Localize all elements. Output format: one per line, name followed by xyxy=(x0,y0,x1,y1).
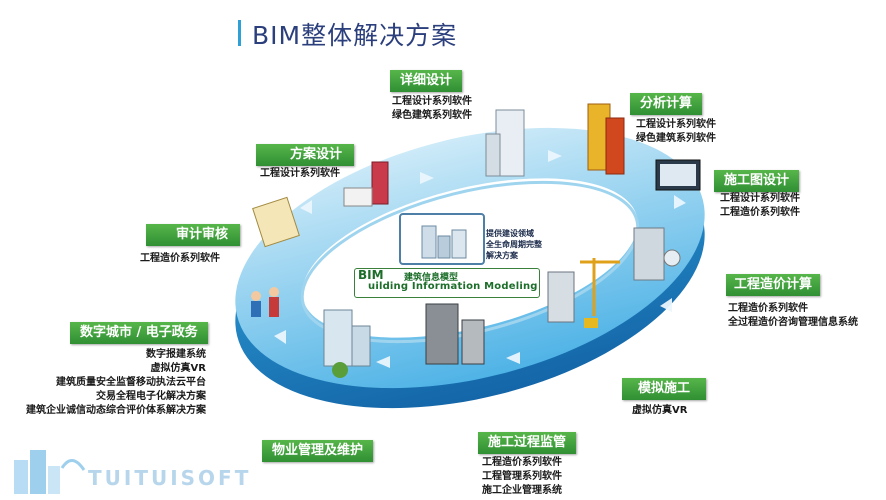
stage-item: 工程造价系列软件 xyxy=(728,303,808,314)
center-model-icon xyxy=(399,213,485,265)
stage-items-construction-drawing: 工程设计系列软件 工程造价系列软件 xyxy=(720,192,800,220)
bim-description-line: 全生命周期完整 xyxy=(486,240,542,249)
stage-items-supervision: 工程造价系列软件 工程管理系列软件 施工企业管理系统 xyxy=(482,456,562,498)
bim-line-cn: 建筑信息模型 xyxy=(404,273,459,283)
stage-item: 建筑企业诚信动态综合评价体系解决方案 xyxy=(26,405,206,416)
stage-label-detail: 详细设计 xyxy=(390,70,463,92)
building-group-cost xyxy=(633,227,681,281)
logo-text: TUITUISOFT xyxy=(88,466,252,490)
building-group-scheme xyxy=(343,161,389,207)
ring-hole-shadow xyxy=(300,180,640,344)
stage-label-cost: 工程造价计算 xyxy=(726,274,821,296)
bim-description-line: 解决方案 xyxy=(486,251,518,260)
stage-items-cost: 工程造价系列软件 全过程造价咨询管理信息系统 xyxy=(728,302,858,330)
stage-item: 虚拟仿真VR xyxy=(632,405,688,416)
building-group-analysis xyxy=(587,103,625,175)
flow-arrow xyxy=(420,172,434,184)
title-accent-bar xyxy=(238,20,241,46)
stage-items-simulation: 虚拟仿真VR xyxy=(632,404,687,418)
stage-item: 工程设计系列软件 xyxy=(392,96,472,107)
flow-arrow xyxy=(376,356,390,368)
bim-center-label xyxy=(354,268,540,298)
stage-item: 工程管理系列软件 xyxy=(482,471,562,482)
page-title: BIM整体解决方案 xyxy=(252,21,458,50)
stage-label-property: 物业管理及维护 xyxy=(262,440,374,462)
documents-icon xyxy=(252,196,300,248)
stage-items-digital-city: 数字报建系统 虚拟仿真VR 建筑质量安全监督移动执法云平台 交易全程电子化解决方… xyxy=(26,348,206,418)
building-group-construction xyxy=(425,303,485,365)
bim-description: 提供建设领域 全生命周期完整 解决方案 xyxy=(486,228,542,261)
stage-label-audit: 审计审核 xyxy=(146,224,241,246)
stage-item: 虚拟仿真VR xyxy=(150,363,206,374)
people-icon xyxy=(251,287,279,317)
flow-arrow xyxy=(300,200,312,214)
workstation-icon xyxy=(655,159,701,191)
stage-label-construction-drawing: 施工图设计 xyxy=(714,170,800,192)
stage-items-detail: 工程设计系列软件 绿色建筑系列软件 xyxy=(392,95,472,123)
bim-prefix: BIM xyxy=(358,268,384,282)
bim-line-en: uilding Information Modeling xyxy=(368,281,538,292)
stage-label-digital-city: 数字城市 / 电子政务 xyxy=(70,322,208,344)
stage-items-scheme: 工程设计系列软件 xyxy=(260,167,340,181)
flow-arrow xyxy=(274,330,286,344)
building-group-site xyxy=(547,258,620,328)
flow-arrow xyxy=(674,195,686,209)
stage-items-audit: 工程造价系列软件 xyxy=(140,252,220,266)
flow-arrow xyxy=(660,298,672,312)
stage-label-analysis: 分析计算 xyxy=(630,93,703,115)
stage-item: 工程设计系列软件 xyxy=(260,168,340,179)
stage-item: 工程造价系列软件 xyxy=(720,207,800,218)
stage-item: 全过程造价咨询管理信息系统 xyxy=(728,317,858,328)
stage-label-scheme: 方案设计 xyxy=(256,144,355,166)
logo-icon xyxy=(14,450,86,494)
stage-item: 工程设计系列软件 xyxy=(720,193,800,204)
stage-label-simulation: 模拟施工 xyxy=(622,378,707,400)
flow-arrow xyxy=(548,150,562,162)
stage-label-supervision: 施工过程监管 xyxy=(478,432,577,454)
stage-item: 施工企业管理系统 xyxy=(482,485,562,496)
stage-item: 工程设计系列软件 xyxy=(636,119,716,130)
flow-arrow xyxy=(506,352,520,364)
building-group-city xyxy=(323,309,371,378)
stage-item: 数字报建系统 xyxy=(146,349,206,360)
stage-item: 绿色建筑系列软件 xyxy=(392,110,472,121)
stage-item: 工程造价系列软件 xyxy=(140,253,220,264)
bim-description-line: 提供建设领域 xyxy=(486,229,534,238)
stage-item: 交易全程电子化解决方案 xyxy=(96,391,206,402)
stage-items-analysis: 工程设计系列软件 绿色建筑系列软件 xyxy=(636,118,716,146)
building-group-detail xyxy=(485,109,525,177)
stage-item: 建筑质量安全监督移动执法云平台 xyxy=(56,377,206,388)
stage-item: 绿色建筑系列软件 xyxy=(636,133,716,144)
stage-item: 工程造价系列软件 xyxy=(482,457,562,468)
